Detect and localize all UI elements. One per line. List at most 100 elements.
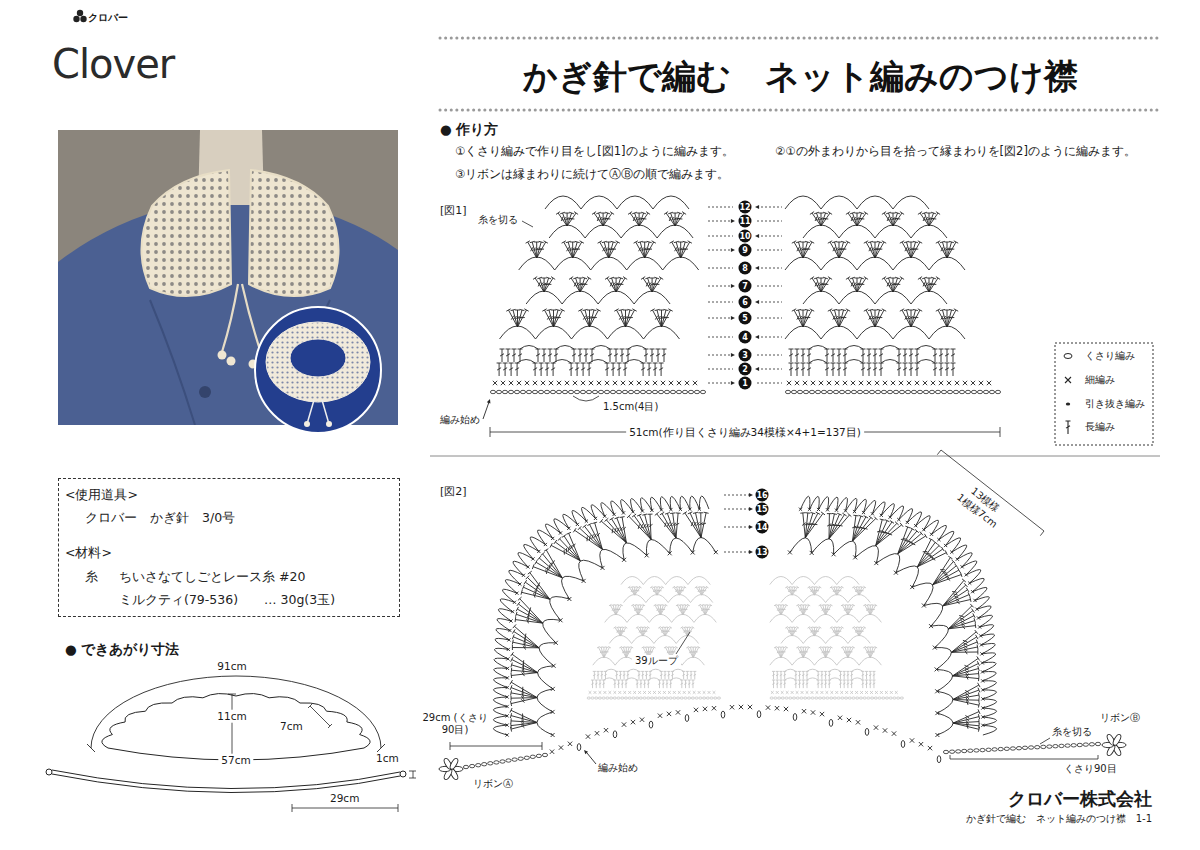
stitch-lines [493, 196, 991, 385]
legend-box [1055, 343, 1153, 445]
dimension-line [292, 804, 398, 812]
ribbon-label: リボンⒷ [1100, 712, 1140, 724]
row-number: 9 [739, 244, 752, 257]
instruction-step: ①くさり編みで作り目をし[図1]のように編みます。 [455, 145, 734, 159]
single-crochet-symbol [1065, 377, 1071, 383]
legend-text: 長編み [1085, 421, 1115, 433]
instruction-step: ②①の外まわりから目を拾って縁まわりを[図2]のように編みます。 [775, 145, 1136, 159]
stitch-lines [589, 577, 898, 694]
double-crochet-symbol [1066, 421, 1071, 434]
tie-ball [326, 421, 332, 427]
start-arrow-head [487, 399, 491, 404]
row-arrow-line [708, 207, 782, 383]
box-text: クロバー かぎ針 3/0号 [85, 510, 235, 525]
dotted-rule [440, 37, 1160, 40]
ribbon-band [52, 770, 400, 793]
neck-edge-stitches [550, 705, 932, 754]
tie-ball [304, 421, 310, 427]
row-number: 7 [739, 280, 752, 293]
note-label: 糸を切る [478, 214, 518, 226]
chain-symbol [1064, 354, 1072, 359]
ribbon-label: リボンⒶ [473, 778, 513, 790]
legend-text: 細編み [1085, 374, 1115, 386]
page-title: かぎ針で編む ネット編みのつけ襟 [523, 56, 1078, 97]
row-number: 4 [739, 331, 752, 344]
collar-outline [102, 694, 370, 748]
box-text: 糸 [85, 569, 98, 584]
tie-ball [227, 357, 236, 366]
inset-collar [266, 322, 370, 402]
logo-wordmark: Clover [52, 40, 174, 88]
legend-text: 引き抜き編み [1085, 398, 1145, 410]
row-arrow-head [749, 493, 753, 554]
box-text: <材料> [65, 545, 112, 560]
note-label: 糸を切る [1052, 726, 1092, 738]
dimension-label: くさり90目 [1064, 763, 1117, 775]
box-text: ミルクティ(79-536) [119, 592, 238, 607]
legend-text: くさり編み [1085, 350, 1135, 362]
note-label: 編み始め [440, 414, 480, 426]
tie-ball [218, 351, 227, 360]
box-text: <使用道具> [65, 487, 138, 502]
note-label: 編み始め [598, 762, 638, 774]
dimension-label: 91cm [217, 660, 246, 673]
dotted-rule [440, 109, 1160, 112]
dimension-label: 1.5cm(4目) [603, 401, 658, 413]
clover-leaf [77, 10, 83, 16]
edging-chart [439, 493, 1126, 781]
row-number: 1 [739, 377, 752, 390]
figure-label: [図1] [440, 204, 467, 217]
collar-ties [222, 284, 262, 356]
ribbon-chain [463, 742, 1100, 768]
lace-collar [141, 170, 338, 296]
leader-line [1040, 738, 1050, 744]
section-heading: ● 作り方 [440, 121, 498, 137]
dimension-arc [87, 676, 385, 752]
dimension-label: 51cm(作り目くさり編み34模様×4+1=137目) [626, 426, 864, 439]
dimension-line [450, 742, 542, 750]
finished-size-drawing [46, 676, 416, 812]
row-number: 14 [756, 521, 769, 534]
dimension-label: 1cm [376, 752, 399, 765]
dimension-line [308, 704, 332, 728]
net-chart [490, 196, 1000, 394]
chain-stitches [490, 390, 1000, 393]
inset-ground [255, 307, 381, 433]
box-text: … 30g(3玉) [264, 592, 335, 607]
instruction-step: ③リボンは縁まわりに続けてⒶⒷの順で編みます。 [455, 168, 729, 182]
company-name: クロバー株式会社 [1008, 788, 1152, 810]
row-number: 5 [739, 312, 752, 325]
leader-line [522, 221, 533, 227]
ribbon-bow-loop [1112, 733, 1123, 746]
logo-text: クロバー [88, 12, 128, 24]
dimension-line [228, 694, 236, 758]
row-number: 2 [739, 363, 752, 376]
section-heading: ● できあがり寸法 [65, 641, 179, 657]
separator-rule [430, 456, 1160, 457]
dimension-label: 57cm [218, 754, 253, 767]
dimension-bracket [573, 396, 599, 401]
jacket-button [199, 386, 211, 398]
row-number: 13 [756, 546, 769, 559]
box-text: ちいさなてしごとレース糸 #20 [119, 569, 305, 584]
edging-stitches [493, 496, 996, 737]
ribbon-ball [400, 771, 406, 777]
dimension-label: 29cm (くさり90目) [420, 712, 490, 736]
picot-stitches [577, 711, 941, 763]
row-number: 11 [739, 215, 752, 228]
row-number: 15 [756, 503, 769, 516]
page-footer: かぎ針で編む ネット編みのつけ襟 1-1 [966, 813, 1152, 825]
materials-box: <使用道具> クロバー かぎ針 3/0号 <材料> 糸 ちいさなてしごとレース糸 #20… [58, 478, 400, 617]
photo [58, 130, 398, 425]
start-arrow [483, 402, 489, 419]
dimension-label: 7cm [280, 720, 303, 733]
faded-net-chart [587, 577, 903, 700]
inset-ties [307, 400, 329, 424]
inset-photo [255, 307, 381, 433]
row-number: 16 [756, 489, 769, 502]
row-number: 12 [739, 201, 752, 214]
row-arrow-line [724, 495, 751, 552]
dimension-label: 29cm [330, 792, 359, 805]
